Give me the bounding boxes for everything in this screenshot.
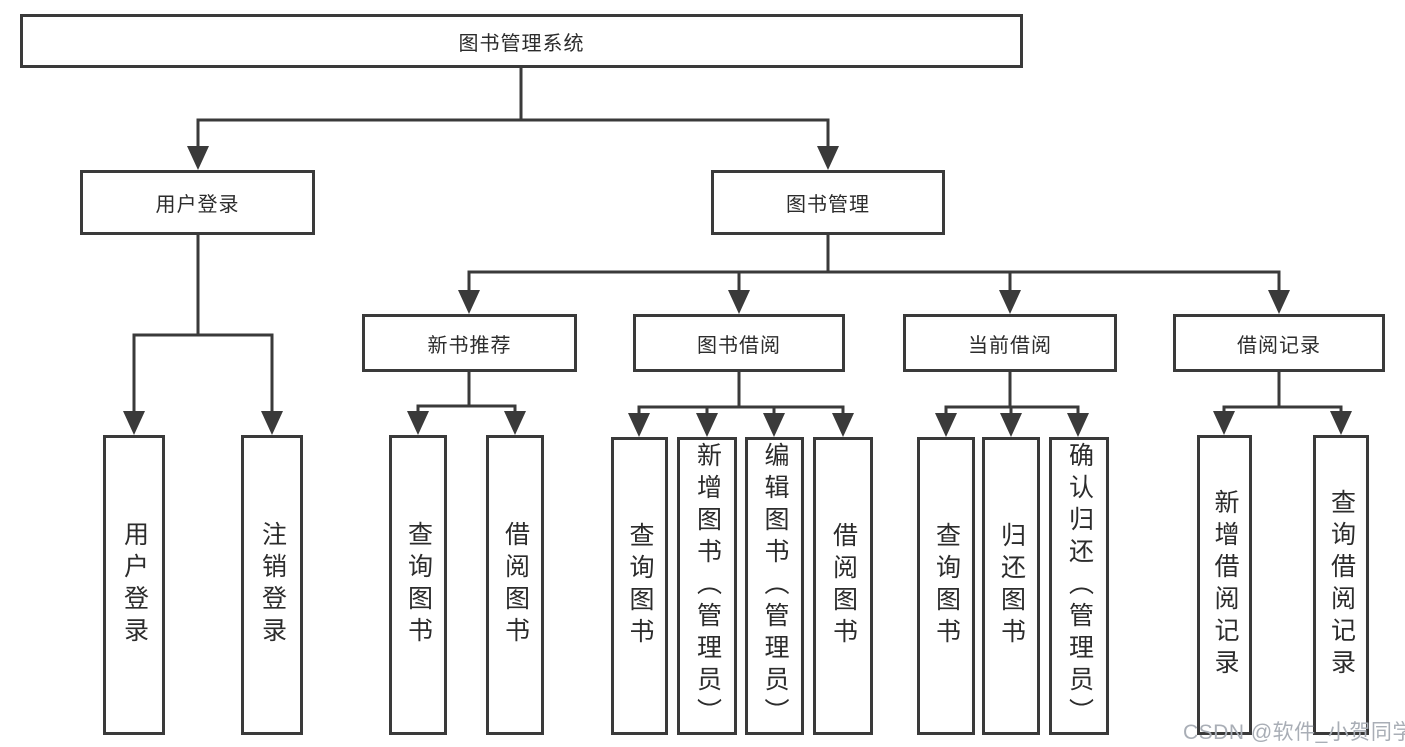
node-user-login: 用户登录 [80,170,315,235]
leaf-current-return-books: 归还图书 [982,437,1040,735]
leaf-label: 借阅图书 [829,522,858,650]
leaf-label: 查询图书 [626,522,654,650]
leaf-label: 借阅图书 [501,521,530,649]
leaf-borrowing-borrow-books: 借阅图书 [813,437,873,735]
leaf-borrowing-edit-book-admin: 编辑图书（管理员） [745,437,804,735]
connector-userlogin-to-leaves [123,235,283,435]
leaf-logout: 注销登录 [241,435,303,735]
leaf-label: 新增图书（管理员） [693,442,722,730]
leaf-records-query-record: 查询借阅记录 [1313,435,1369,735]
connector-current-to-leaves [935,372,1089,437]
leaf-borrowing-query-books: 查询图书 [611,437,668,735]
node-current-borrowing: 当前借阅 [903,314,1117,372]
node-book-management: 图书管理 [711,170,945,235]
node-label: 借阅记录 [1237,334,1321,357]
node-library-management-system: 图书管理系统 [20,14,1023,68]
node-borrowing-records: 借阅记录 [1173,314,1385,372]
leaf-current-query-books: 查询图书 [917,437,975,735]
leaf-label: 查询图书 [404,521,433,649]
node-label: 图书管理系统 [458,32,585,55]
leaf-label: 编辑图书（管理员） [761,442,789,730]
connector-newrec-to-leaves [407,372,526,435]
node-new-book-recommendation: 新书推荐 [362,314,577,372]
leaf-label: 查询图书 [932,522,961,650]
leaf-label: 确认归还（管理员） [1065,442,1094,730]
node-label: 图书借阅 [697,334,781,357]
node-label: 新书推荐 [427,334,512,357]
connector-records-to-leaves [1213,372,1352,435]
connector-root-to-level2 [187,68,839,170]
csdn-watermark: CSDN @软件_小贺同学 [1183,721,1405,744]
node-label: 图书管理 [786,194,870,216]
connector-bookmgmt-to-level3 [458,235,1290,314]
connector-borrowing-to-leaves [628,372,854,437]
leaf-current-confirm-return-admin: 确认归还（管理员） [1049,437,1109,735]
leaf-label: 归还图书 [997,522,1026,650]
node-label: 用户登录 [155,194,240,216]
leaf-user-login: 用户登录 [103,435,165,735]
leaf-label: 注销登录 [258,521,287,649]
node-book-borrowing: 图书借阅 [633,314,845,372]
leaf-records-add-record: 新增借阅记录 [1197,435,1252,735]
leaf-label: 查询借阅记录 [1327,489,1356,681]
node-label: 当前借阅 [968,334,1052,357]
leaf-label: 用户登录 [120,521,149,649]
leaf-label: 新增借阅记录 [1211,489,1239,681]
leaf-newrec-borrow-books: 借阅图书 [486,435,544,735]
leaf-newrec-query-books: 查询图书 [389,435,447,735]
leaf-borrowing-add-book-admin: 新增图书（管理员） [677,437,737,735]
